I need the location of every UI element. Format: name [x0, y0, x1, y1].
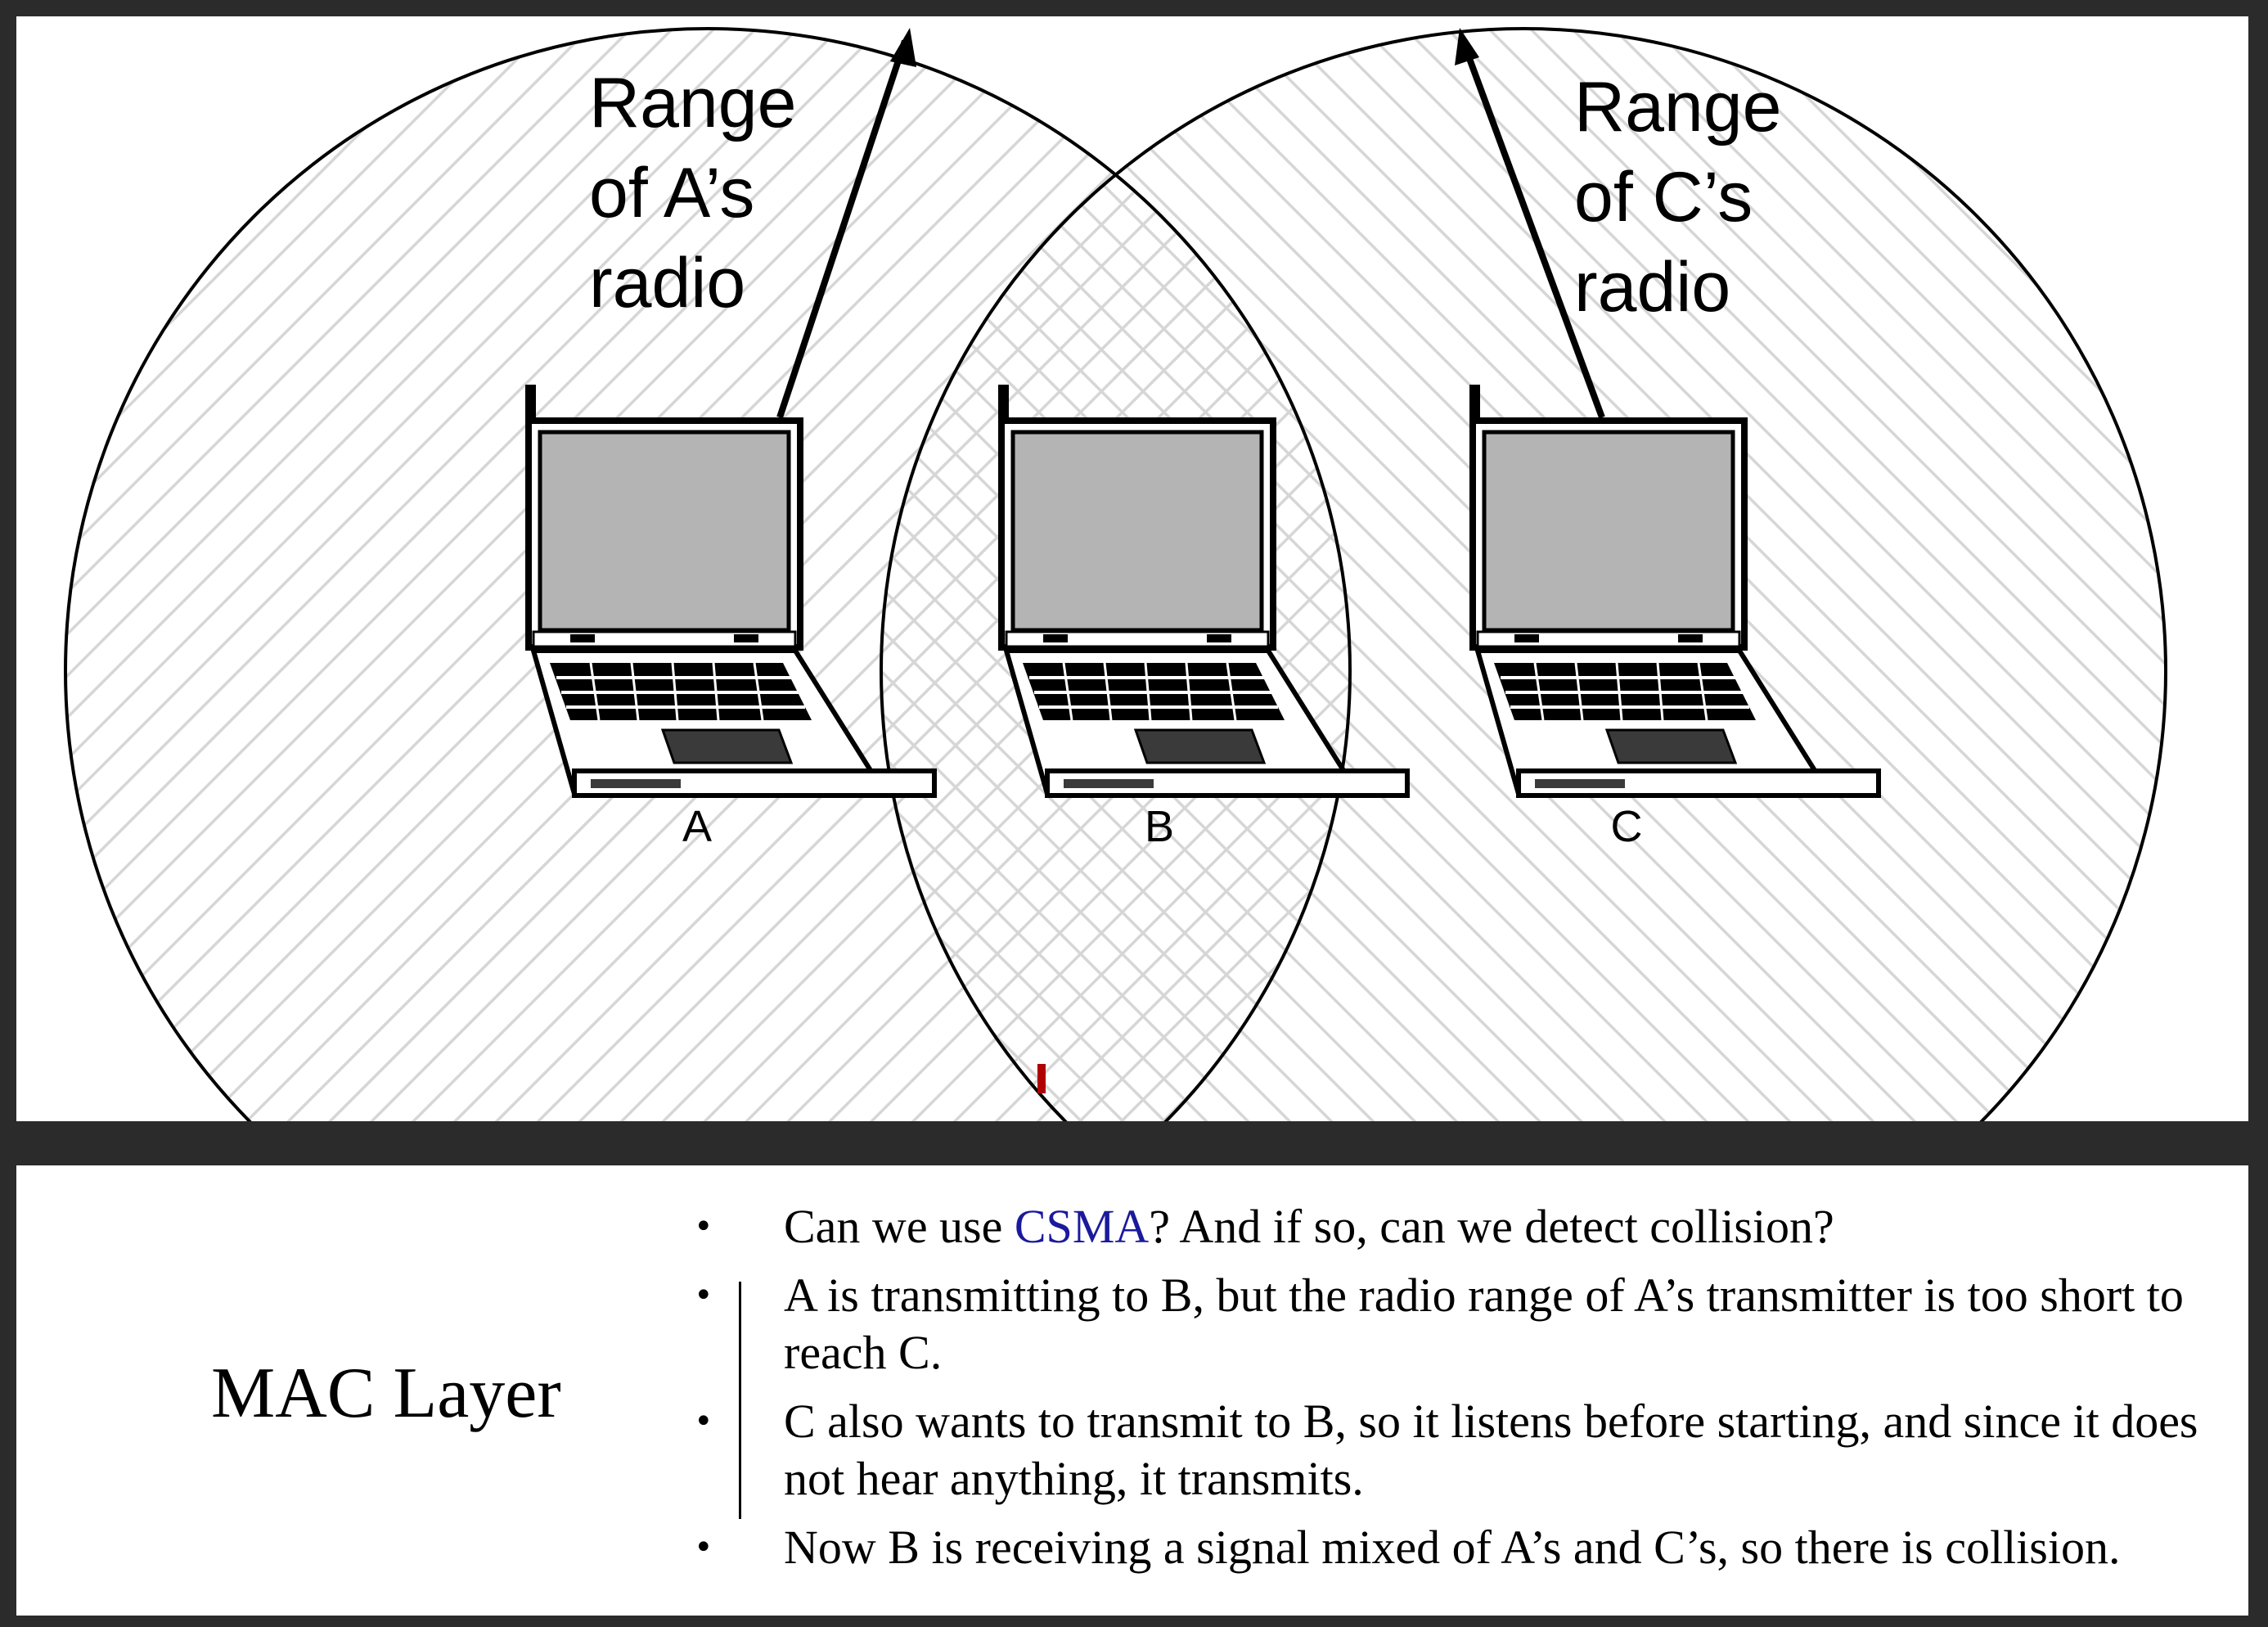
arrow-range-c: [1455, 28, 1605, 419]
hidden-terminal-diagram: Range of A’s radio Range of C’s radio A …: [64, 27, 2167, 1121]
bullet-text: Now B is receiving a signal mixed of A’s…: [784, 1521, 2121, 1574]
arrow-range-a: [776, 28, 916, 419]
text-cursor: [739, 1282, 741, 1519]
bullet-text: A is transmitting to B, but the radio ra…: [784, 1269, 2184, 1379]
range-circle-a: [64, 27, 1352, 1121]
range-label-a: Range of A’s radio: [589, 64, 816, 322]
diagram-panel: Range of A’s radio Range of C’s radio A …: [16, 16, 2248, 1121]
csma-highlight: CSMA: [1014, 1200, 1150, 1253]
station-label-b: B: [1145, 802, 1174, 851]
station-label-a: A: [682, 802, 712, 851]
text-panel: MAC Layer • Can we use CSMA? And if so, …: [16, 1165, 2248, 1616]
bullet-item: • Can we use CSMA? And if so, can we det…: [663, 1198, 2242, 1255]
range-circle-c: [880, 27, 2167, 1121]
red-marker: [1037, 1064, 1046, 1093]
bullet-dot-icon: •: [694, 1277, 713, 1314]
bullet-item: • Now B is receiving a signal mixed of A…: [663, 1519, 2242, 1576]
range-label-c: Range of C’s radio: [1574, 68, 1801, 327]
station-label-c: C: [1611, 802, 1643, 851]
slide-title: MAC Layer: [211, 1354, 561, 1433]
bullet-text-suffix: ? And if so, can we detect collision?: [1149, 1200, 1834, 1253]
bullet-text: C also wants to transmit to B, so it lis…: [784, 1395, 2198, 1505]
bullet-item: • C also wants to transmit to B, so it l…: [663, 1393, 2242, 1508]
bullet-dot-icon: •: [694, 1208, 713, 1246]
bullet-dot-icon: •: [694, 1529, 713, 1566]
bullet-text-prefix: Can we use: [784, 1200, 1015, 1253]
bullet-item: • A is transmitting to B, but the radio …: [663, 1267, 2242, 1381]
bullet-dot-icon: •: [694, 1403, 713, 1440]
bullet-list: • Can we use CSMA? And if so, can we det…: [663, 1198, 2242, 1588]
